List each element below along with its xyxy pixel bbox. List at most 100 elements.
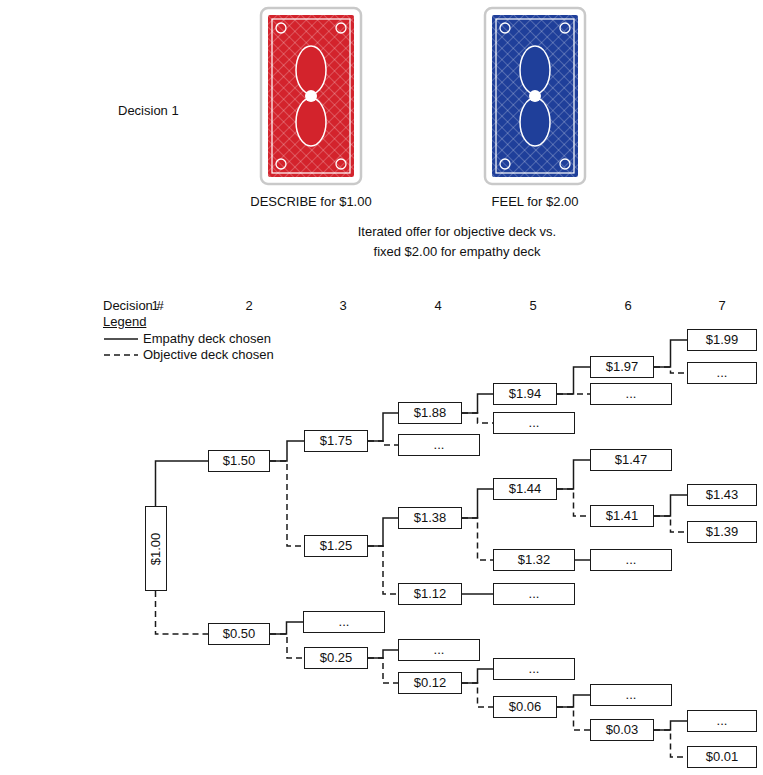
offer-note: Iterated offer for objective deck vs. fi… (350, 222, 564, 262)
offer-amount: ... (339, 614, 350, 630)
card-ornament (500, 23, 510, 33)
offer-amount: ... (626, 386, 637, 402)
objective-branch (654, 367, 687, 373)
empathy-branch (557, 367, 590, 394)
card-frame (496, 19, 574, 173)
card-ornament (296, 46, 326, 94)
legend-text: Empathy deck chosen (143, 331, 271, 347)
empathy-branch (557, 460, 590, 489)
offer-box: $1.97 (590, 356, 654, 378)
offer-amount: ... (434, 437, 445, 453)
legend-text: Objective deck chosen (143, 347, 274, 363)
empathy-branch (462, 669, 493, 683)
offer-box: ... (687, 710, 757, 732)
objective-branch (270, 634, 304, 658)
offer-amount: $1.88 (414, 405, 447, 421)
offer-box: ... (493, 658, 575, 680)
empathy-branch (270, 441, 304, 461)
offer-amount: $0.06 (509, 699, 542, 715)
card-ornament (560, 23, 570, 33)
empathy-branch (575, 559, 590, 561)
offer-box: $1.75 (304, 430, 368, 452)
offer-box: ... (590, 383, 672, 405)
offer-box: $1.41 (590, 505, 654, 527)
card-back (492, 15, 578, 177)
legend-swatch (103, 350, 139, 360)
offer-amount: $0.01 (706, 749, 739, 765)
offer-box: ... (493, 583, 575, 605)
empathy-branch (462, 489, 493, 518)
objective-branch (368, 658, 398, 683)
offer-amount: ... (434, 642, 445, 658)
card-ornament (336, 159, 346, 169)
offer-amount: $0.50 (223, 626, 256, 642)
vertical-offer-box: $1.00 (145, 506, 167, 591)
card-ornament (276, 23, 286, 33)
offer-box: $1.25 (304, 535, 368, 557)
offer-box: ... (687, 362, 757, 384)
card-caption: DESCRIBE for $1.00 (236, 194, 386, 210)
objective-branch (557, 707, 590, 730)
offer-box: $0.12 (398, 672, 462, 694)
offer-amount: ... (529, 586, 540, 602)
offer-box: $1.94 (493, 383, 557, 405)
card-ornament (560, 159, 570, 169)
decision-number: 3 (328, 298, 358, 314)
offer-box: $1.99 (687, 329, 757, 351)
offer-box: $1.38 (398, 507, 462, 529)
objective-line-sample (104, 354, 138, 356)
offer-box: ... (398, 434, 480, 456)
objective-branch (557, 489, 590, 516)
offer-amount: $1.43 (706, 487, 739, 503)
decision-number: 5 (518, 298, 548, 314)
offer-amount: $1.25 (320, 538, 353, 554)
offer-box: $0.06 (493, 696, 557, 718)
card-ornament (500, 159, 510, 169)
card-edge (261, 8, 361, 184)
empathy-branch (462, 394, 493, 413)
offer-box: ... (398, 639, 480, 661)
offer-box: $1.88 (398, 402, 462, 424)
offer-amount: ... (529, 415, 540, 431)
empathy-branch (368, 650, 398, 658)
legend-swatch (103, 334, 139, 344)
card-pattern (268, 15, 354, 177)
card-ornament (305, 90, 317, 102)
objective-branch (654, 730, 687, 757)
offer-box: ... (493, 412, 575, 434)
decision-number: 1 (140, 298, 170, 314)
decision-number: 6 (613, 298, 643, 314)
empathy-branch (654, 495, 687, 516)
objective-branch (557, 393, 590, 395)
offer-amount: $1.99 (706, 332, 739, 348)
card-ornament (529, 90, 541, 102)
objective-branch (654, 516, 687, 532)
card-ornament (520, 46, 550, 94)
objective-branch (270, 461, 304, 546)
decision-title: Decision 1 (118, 103, 179, 119)
offer-amount: $1.75 (320, 433, 353, 449)
offer-amount: $1.94 (509, 386, 542, 402)
empathy-branch (270, 622, 303, 634)
offer-box: $0.01 (687, 746, 757, 768)
card-ornament (520, 98, 550, 146)
offer-box: $1.47 (590, 449, 672, 471)
objective-branch (368, 441, 398, 445)
offer-amount: $1.32 (518, 552, 551, 568)
legend-entry: Empathy deck chosen (103, 331, 271, 347)
offer-amount: $0.25 (320, 650, 353, 666)
offer-box: $1.32 (493, 549, 575, 571)
decision-number: 7 (707, 298, 737, 314)
offer-amount: $1.12 (414, 586, 447, 602)
offer-amount: ... (717, 365, 728, 381)
objective-branch (462, 683, 493, 707)
empathy-branch (654, 340, 687, 367)
objective-branch (156, 591, 209, 634)
legend-heading: Legend (103, 314, 146, 330)
card-pattern (492, 15, 578, 177)
empathy-branch (557, 695, 590, 707)
objective-branch (462, 518, 493, 560)
offer-amount: $1.00 (148, 532, 164, 565)
card-back (268, 15, 354, 177)
